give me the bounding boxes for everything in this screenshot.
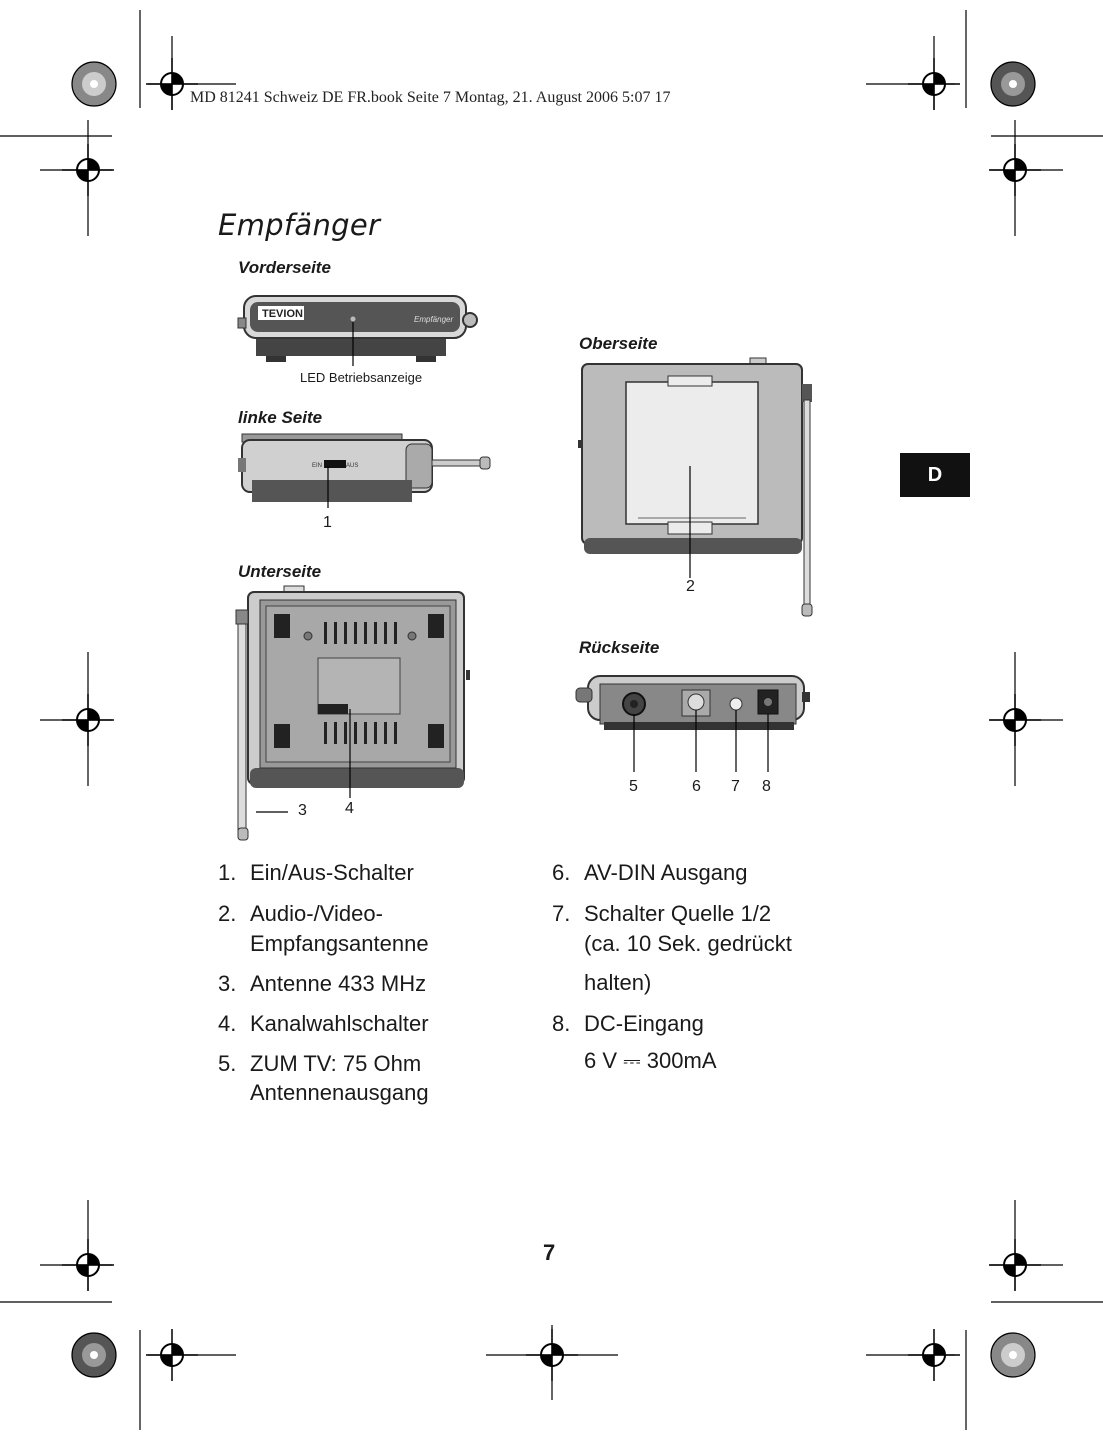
list-item: Empfangsantenne <box>250 931 429 956</box>
front-view-heading: Vorderseite <box>238 258 331 277</box>
callout-6: 6 <box>692 778 701 795</box>
callout-1: 1 <box>323 514 332 531</box>
front-view-illustration: TEVION Empfänger <box>237 295 478 366</box>
callout-7: 7 <box>731 778 740 795</box>
list-item: 8.DC-Eingang <box>552 1011 704 1036</box>
back-view-illustration <box>575 675 810 772</box>
callout-5: 5 <box>629 778 638 795</box>
list-item: halten) <box>584 970 652 995</box>
section-tab: D <box>900 453 970 497</box>
list-item: 3.Antenne 433 MHz <box>218 971 427 996</box>
page-number: 7 <box>543 1240 556 1265</box>
list-item: 2.Audio-/Video- <box>218 901 383 926</box>
callout-4: 4 <box>345 800 354 817</box>
front-model-label: Empfänger <box>414 315 453 324</box>
parts-list-left: 1.Ein/Aus-Schalter 2.Audio-/Video- Empfa… <box>218 858 538 1118</box>
starburst-mark-icon <box>71 61 1036 1378</box>
top-view-illustration <box>578 357 813 617</box>
list-item: 4.Kanalwahlschalter <box>218 1011 429 1036</box>
callout-2: 2 <box>686 578 695 595</box>
bottom-view-heading: Unterseite <box>238 562 322 581</box>
top-view-heading: Oberseite <box>579 334 658 353</box>
parts-list-right: 6.AV-DIN Ausgang 7.Schalter Quelle 1/2 (… <box>552 858 872 1088</box>
callout-3: 3 <box>298 802 307 819</box>
page-title: Empfänger <box>218 208 381 242</box>
back-view-heading: Rückseite <box>579 638 660 657</box>
led-label: LED Betriebsanzeige <box>300 370 423 385</box>
list-item: 7.Schalter Quelle 1/2 <box>552 901 772 926</box>
switch-off-label: AUS <box>346 463 358 469</box>
list-item: (ca. 10 Sek. gedrückt <box>584 931 792 956</box>
list-item: Antennenausgang <box>250 1080 429 1105</box>
switch-on-label: EIN <box>312 463 322 469</box>
front-brand: TEVION <box>262 308 303 320</box>
bottom-view-illustration <box>235 585 470 841</box>
print-slug: MD 81241 Schweiz DE FR.book Seite 7 Mont… <box>190 89 671 106</box>
left-view-illustration: EIN AUS <box>238 433 491 508</box>
callout-8: 8 <box>762 778 771 795</box>
list-item: 6.AV-DIN Ausgang <box>552 860 748 885</box>
list-item: 5.ZUM TV: 75 Ohm <box>218 1051 422 1076</box>
left-view-heading: linke Seite <box>238 408 323 427</box>
list-item: 6 V ⎓ 300mA <box>584 1048 717 1073</box>
list-item: 1.Ein/Aus-Schalter <box>218 860 414 885</box>
